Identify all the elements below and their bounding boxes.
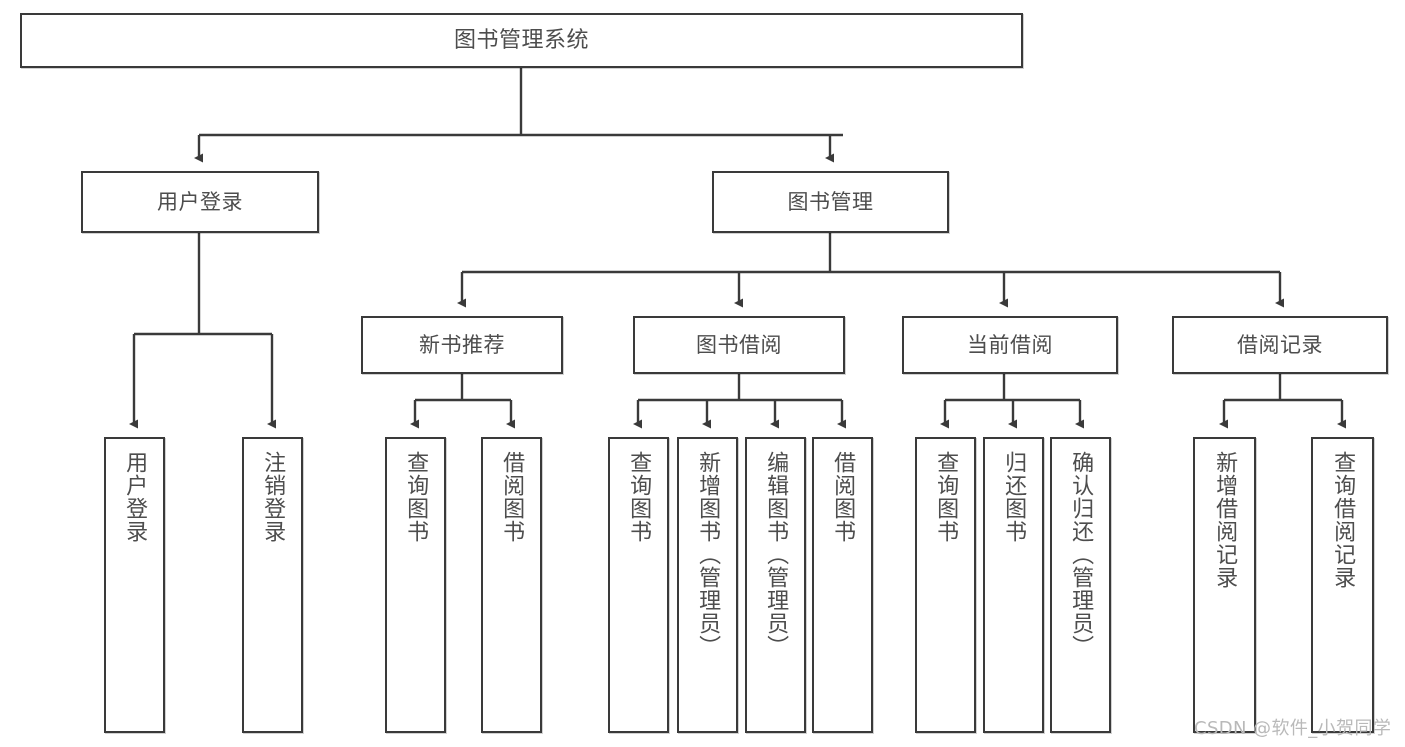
leaf-book-borrow-edit[interactable]: 编辑图书（管理员） [745,437,806,733]
leaf-user-login-logout-label: 注销登录 [260,451,286,543]
csdn-watermark: CSDN @软件_小贺同学 [1194,718,1392,739]
node-book-manage-label: 图书管理 [787,189,874,214]
node-borrow-record-label: 借阅记录 [1237,332,1323,357]
node-borrow-record[interactable]: 借阅记录 [1172,316,1388,374]
node-current-borrow-label: 当前借阅 [967,332,1053,357]
leaf-user-login-login[interactable]: 用户登录 [104,437,165,733]
node-book-manage[interactable]: 图书管理 [712,171,949,233]
node-new-book-recommend[interactable]: 新书推荐 [361,316,563,374]
node-user-login[interactable]: 用户登录 [81,171,319,233]
leaf-book-borrow-borrow-label: 借阅图书 [830,451,856,543]
leaf-current-borrow-query-label: 查询图书 [933,451,959,543]
leaf-book-borrow-edit-label: 编辑图书（管理员） [763,451,789,658]
leaf-book-borrow-add[interactable]: 新增图书（管理员） [677,437,738,733]
leaf-borrow-record-add[interactable]: 新增借阅记录 [1193,437,1256,733]
leaf-book-borrow-add-label: 新增图书（管理员） [695,451,721,658]
leaf-current-borrow-return-label: 归还图书 [1001,451,1027,543]
node-book-borrow-label: 图书借阅 [696,332,782,357]
leaf-borrow-record-query[interactable]: 查询借阅记录 [1311,437,1374,733]
leaf-borrow-record-query-label: 查询借阅记录 [1330,451,1356,589]
leaf-user-login-login-label: 用户登录 [122,451,148,543]
node-root-system-label: 图书管理系统 [453,27,589,53]
leaf-new-book-query[interactable]: 查询图书 [385,437,446,733]
leaf-book-borrow-borrow[interactable]: 借阅图书 [812,437,873,733]
leaf-user-login-logout[interactable]: 注销登录 [242,437,303,733]
node-root-system[interactable]: 图书管理系统 [20,13,1023,68]
node-user-login-label: 用户登录 [157,189,243,214]
leaf-current-borrow-query[interactable]: 查询图书 [915,437,976,733]
node-current-borrow[interactable]: 当前借阅 [902,316,1118,374]
node-book-borrow[interactable]: 图书借阅 [633,316,845,374]
node-new-book-recommend-label: 新书推荐 [419,332,505,357]
leaf-new-book-borrow[interactable]: 借阅图书 [481,437,542,733]
leaf-new-book-borrow-label: 借阅图书 [499,451,525,543]
leaf-current-borrow-confirm-label: 确认归还（管理员） [1068,451,1094,658]
leaf-book-borrow-query[interactable]: 查询图书 [608,437,669,733]
leaf-borrow-record-add-label: 新增借阅记录 [1212,451,1238,589]
leaf-new-book-query-label: 查询图书 [403,451,429,543]
leaf-book-borrow-query-label: 查询图书 [626,451,652,543]
leaf-current-borrow-return[interactable]: 归还图书 [983,437,1044,733]
leaf-current-borrow-confirm[interactable]: 确认归还（管理员） [1050,437,1111,733]
